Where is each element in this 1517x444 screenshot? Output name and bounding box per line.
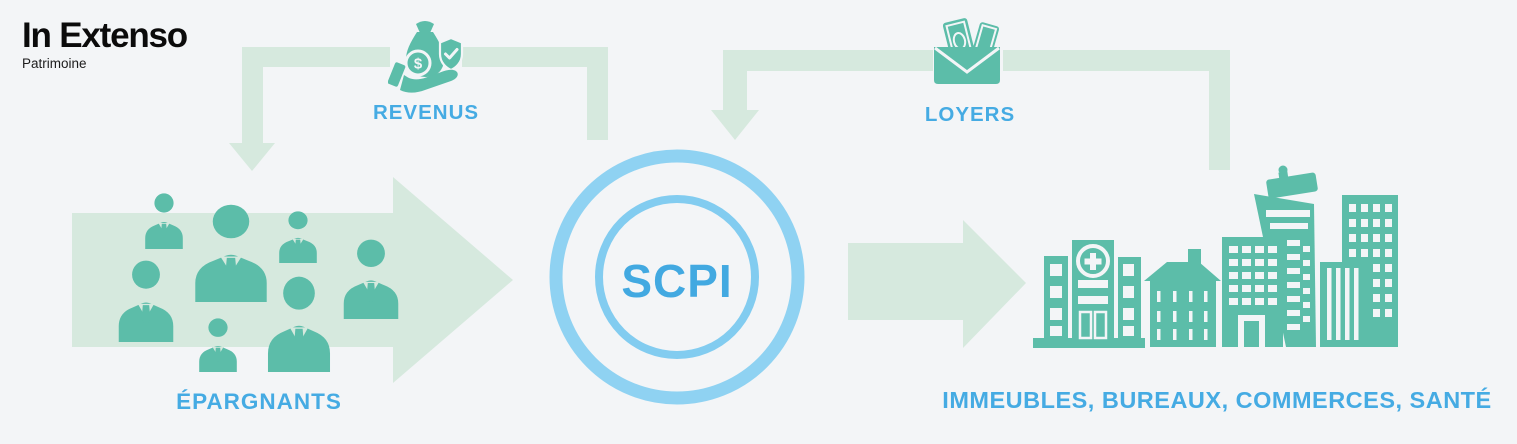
office-building-icon (1222, 237, 1283, 347)
flow-bar (723, 50, 933, 71)
envelope-money-icon (934, 18, 1000, 84)
medical-cross-icon (1084, 253, 1102, 270)
striped-building-icon (1320, 262, 1364, 347)
person-icon (195, 204, 267, 302)
person-icon (145, 193, 183, 249)
logo-title: In Extenso (22, 16, 188, 55)
flow-bar (723, 50, 747, 110)
epargnants-label: ÉPARGNANTS (176, 389, 342, 414)
logo: In Extenso Patrimoine (22, 16, 188, 71)
loyers-label: LOYERS (924, 103, 1016, 126)
person-icon (279, 211, 317, 263)
immeubles-label: IMMEUBLES, BUREAUX, COMMERCES, SANTÉ (942, 387, 1492, 413)
person-icon (343, 239, 399, 319)
flow-arrowhead-down-icon (711, 110, 759, 140)
person-icon (118, 260, 174, 342)
flow-bar (462, 47, 608, 67)
scpi-label: SCPI (621, 255, 733, 307)
person-icon (199, 318, 237, 372)
buildings-group (1033, 165, 1398, 348)
logo-subtitle: Patrimoine (22, 56, 87, 71)
flow-bar (1209, 50, 1230, 170)
flow-bar (587, 47, 608, 140)
hospital-icon (1033, 240, 1145, 348)
epargnants-group (118, 193, 399, 372)
money-hand-icon: $ (388, 21, 464, 93)
scpi-outer-ring (549, 149, 805, 405)
house-icon (1144, 249, 1221, 347)
flow-bar (1003, 50, 1230, 71)
scpi-inner-ring (595, 195, 759, 359)
scpi-to-buildings-arrow (848, 220, 1026, 348)
svg-text:$: $ (414, 56, 423, 73)
scpi-circle (549, 149, 805, 405)
flow-arrowhead-down-icon (229, 143, 275, 171)
flow-bar (242, 47, 390, 67)
revenus-label: REVENUS (372, 101, 480, 124)
flow-bar (242, 47, 263, 143)
skyscraper-icon (1254, 165, 1318, 347)
person-icon (267, 276, 331, 372)
